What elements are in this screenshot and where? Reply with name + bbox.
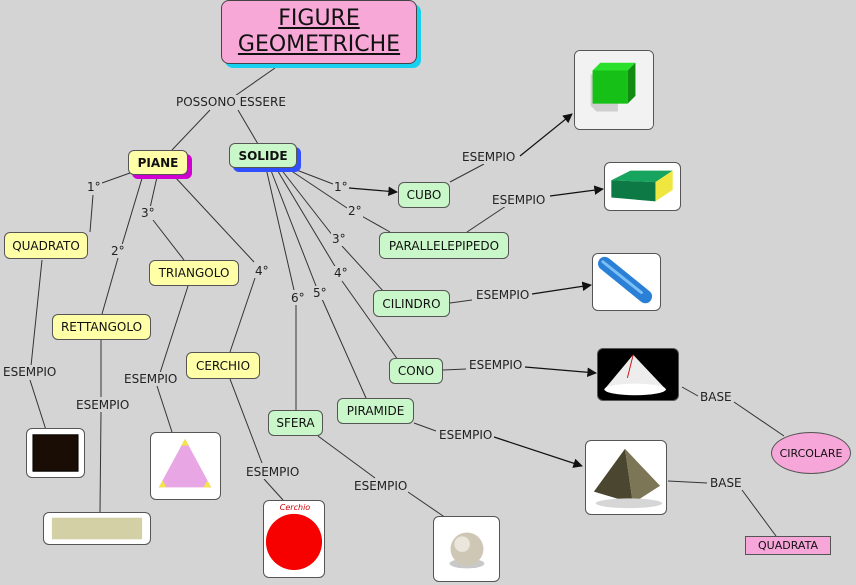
- label-esempio-quadrato: ESEMPIO: [2, 365, 58, 379]
- label-order-6-solide: 6°: [290, 291, 306, 305]
- node-piane[interactable]: PIANE: [128, 150, 188, 175]
- label-order-5-solide: 5°: [312, 286, 328, 300]
- label-esempio-cono: ESEMPIO: [468, 358, 524, 372]
- label-order-1-solide: 1°: [333, 180, 349, 194]
- label-order-3-solide: 3°: [331, 232, 347, 246]
- image-rettangolo-example[interactable]: [43, 512, 151, 545]
- label-order-3-piane: 3°: [140, 206, 156, 220]
- map-title: FIGURE GEOMETRICHE: [221, 0, 417, 64]
- label-esempio-cilindro: ESEMPIO: [475, 288, 531, 302]
- map-title-line1: FIGURE: [278, 6, 360, 31]
- node-triangolo[interactable]: TRIANGOLO: [149, 260, 239, 286]
- label-esempio-parallelepipedo: ESEMPIO: [491, 193, 547, 207]
- label-order-1-piane: 1°: [86, 180, 102, 194]
- label-esempio-piramide: ESEMPIO: [438, 428, 494, 442]
- node-rettangolo[interactable]: RETTANGOLO: [52, 314, 151, 340]
- image-cubo-example[interactable]: [574, 50, 654, 130]
- label-order-4-solide: 4°: [333, 266, 349, 280]
- image-parallelepipedo-example[interactable]: [604, 162, 681, 211]
- image-cerchio-example[interactable]: Cerchio: [263, 500, 325, 578]
- node-sfera[interactable]: SFERA: [268, 410, 323, 436]
- node-parallelepipedo[interactable]: PARALLELEPIPEDO: [379, 232, 509, 259]
- node-cubo[interactable]: CUBO: [398, 182, 450, 208]
- label-possono-essere: POSSONO ESSERE: [175, 95, 287, 109]
- label-base-piramide: BASE: [709, 476, 743, 490]
- image-triangolo-example[interactable]: [150, 432, 221, 500]
- label-esempio-cerchio: ESEMPIO: [245, 465, 301, 479]
- node-circolare[interactable]: CIRCOLARE: [771, 432, 851, 474]
- label-esempio-triangolo: ESEMPIO: [123, 372, 179, 386]
- node-cilindro[interactable]: CILINDRO: [373, 290, 450, 317]
- label-base-cono: BASE: [699, 390, 733, 404]
- label-esempio-cubo: ESEMPIO: [461, 150, 517, 164]
- label-order-2-solide: 2°: [347, 204, 363, 218]
- image-cerchio-caption: Cerchio: [279, 503, 311, 512]
- node-cerchio[interactable]: CERCHIO: [186, 352, 260, 379]
- image-quadrato-example[interactable]: [26, 428, 85, 478]
- label-order-2-piane: 2°: [110, 244, 126, 258]
- label-esempio-rettangolo: ESEMPIO: [75, 398, 131, 412]
- node-quadrato[interactable]: QUADRATO: [4, 232, 88, 259]
- map-title-line2: GEOMETRICHE: [237, 32, 401, 57]
- node-quadrata[interactable]: QUADRATA: [745, 536, 831, 555]
- image-cilindro-example[interactable]: [592, 253, 661, 311]
- label-esempio-sfera: ESEMPIO: [353, 479, 409, 493]
- node-solide[interactable]: SOLIDE: [229, 143, 297, 168]
- image-sfera-example[interactable]: [433, 516, 500, 582]
- image-piramide-example[interactable]: [585, 440, 667, 515]
- image-cono-example[interactable]: [597, 348, 679, 401]
- node-cono[interactable]: CONO: [389, 358, 443, 384]
- node-piramide[interactable]: PIRAMIDE: [337, 398, 414, 424]
- label-order-4-piane: 4°: [254, 264, 270, 278]
